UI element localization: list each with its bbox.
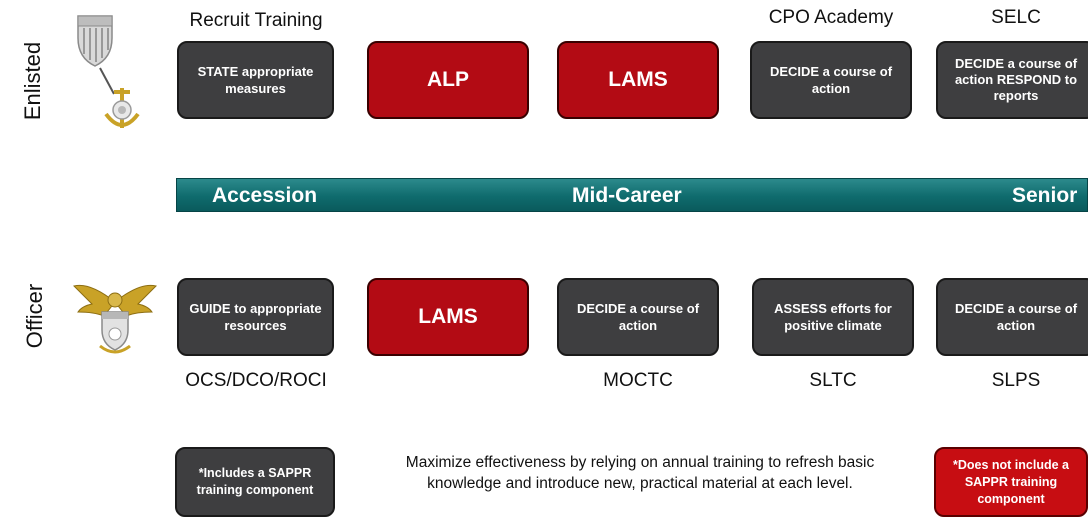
row-label-enlisted: Enlisted	[20, 41, 45, 121]
officer-box-ocs: GUIDE to appropriate resources	[177, 278, 334, 356]
officer-box-moctc: DECIDE a course of action	[557, 278, 719, 356]
effectiveness-note: Maximize effectiveness by relying on ann…	[405, 454, 875, 492]
label-slps: SLPS	[991, 370, 1041, 391]
legend-excludes-sappr: *Does not include a SAPPR training compo…	[934, 447, 1088, 517]
officer-eagle-insignia-icon	[70, 272, 160, 362]
label-ocs-dco-roci: OCS/DCO/ROCI	[185, 370, 327, 391]
legend-includes-sappr: *Includes a SAPPR training component	[175, 447, 335, 517]
band-label-accession: Accession	[212, 184, 318, 207]
label-cpo-academy: CPO Academy	[768, 7, 894, 28]
band-label-mid-career: Mid-Career	[572, 184, 682, 207]
label-selc: SELC	[991, 7, 1041, 28]
enlisted-box-alp: ALP	[367, 41, 529, 119]
label-moctc: MOCTC	[603, 370, 673, 391]
label-recruit-training: Recruit Training	[189, 10, 323, 31]
officer-box-lams: LAMS	[367, 278, 529, 356]
enlisted-insignia-icon	[70, 10, 140, 140]
row-label-officer: Officer	[22, 283, 47, 349]
enlisted-box-cpo-academy: DECIDE a course of action	[750, 41, 912, 119]
enlisted-box-selc: DECIDE a course of action RESPOND to rep…	[936, 41, 1088, 119]
officer-box-slps: DECIDE a course of action	[936, 278, 1088, 356]
label-sltc: SLTC	[809, 370, 857, 391]
band-label-senior: Senior	[1012, 184, 1078, 207]
career-band	[176, 178, 1088, 212]
officer-box-sltc: ASSESS efforts for positive climate	[752, 278, 914, 356]
enlisted-box-recruit-training: STATE appropriate measures	[177, 41, 334, 119]
enlisted-box-lams: LAMS	[557, 41, 719, 119]
